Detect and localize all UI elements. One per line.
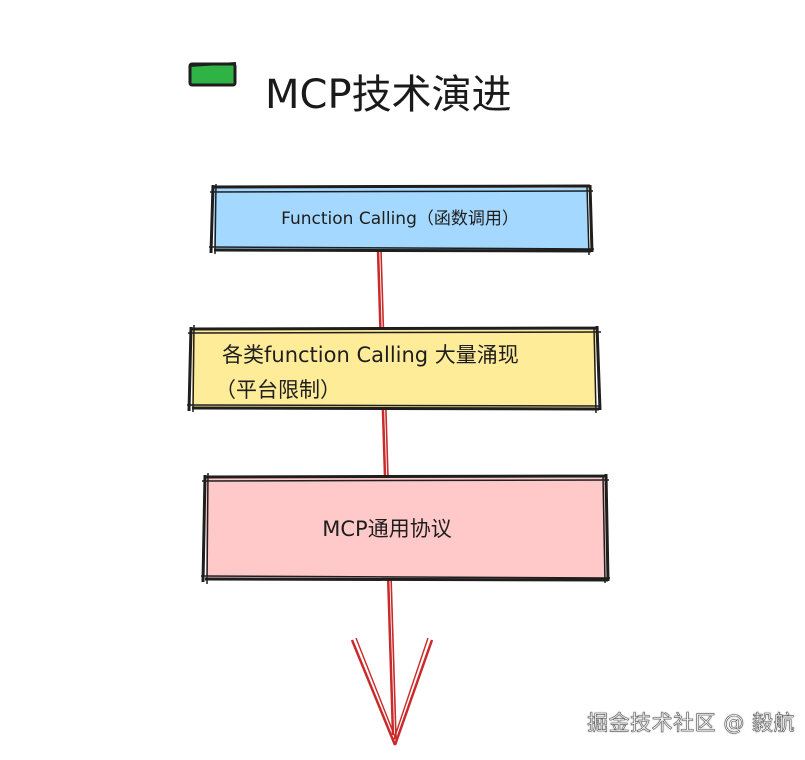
watermark: 掘金技术社区 @ 毅航 <box>587 711 795 736</box>
flow-arrow <box>350 249 434 746</box>
step-label-various-line1: 各类function Calling 大量涌现 <box>222 343 519 367</box>
page-title: MCP技术演进 <box>265 72 512 118</box>
step-label-mcp-protocol: MCP通用协议 <box>322 517 451 541</box>
step-label-various-line2: （平台限制） <box>215 378 341 402</box>
step-box-various-function-calling: 各类function Calling 大量涌现 （平台限制） <box>186 324 602 414</box>
step-box-function-calling: Function Calling（函数调用） <box>208 183 595 256</box>
step-label-function-calling: Function Calling（函数调用） <box>281 209 519 229</box>
title-marker-icon <box>188 62 237 87</box>
step-box-mcp-protocol: MCP通用协议 <box>200 472 611 585</box>
